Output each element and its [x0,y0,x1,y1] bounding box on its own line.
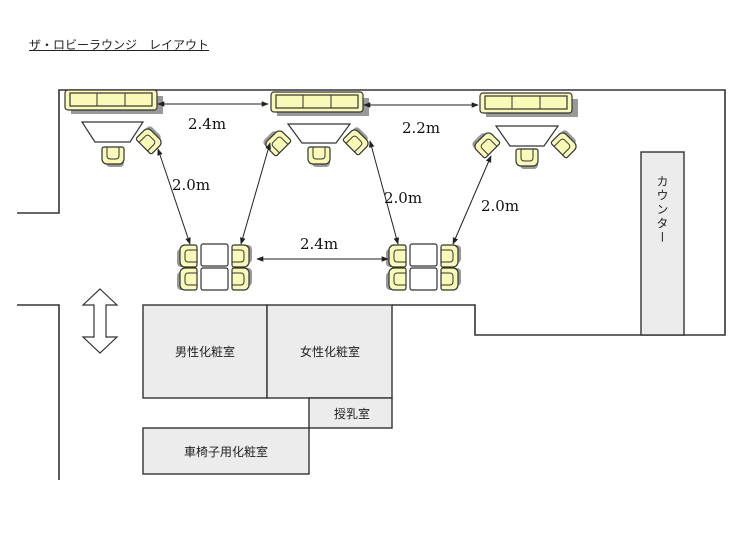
table [200,243,229,267]
table [200,267,229,291]
armchair [101,146,125,168]
sofa-group-3 [470,92,581,170]
sofa [479,92,579,118]
dimension-arrow [368,140,400,245]
chair [176,267,198,291]
mens-restroom [142,304,268,399]
dimension-arrows [157,101,492,262]
wheelchair-restroom [142,427,310,475]
table [409,267,438,291]
mens-restroom-label: 男性化粧室 [175,344,235,359]
distance-label: 2.2m [402,119,440,137]
table [409,243,438,267]
womens-restroom [266,304,393,399]
wheelchair-restroom-label: 車椅子用化粧室 [184,444,268,459]
sofa [270,91,370,117]
distance-label: 2.4m [300,235,338,253]
dimension-arrow [452,155,492,245]
chair [385,244,407,268]
counter: カウンター [640,151,685,336]
table [80,121,145,143]
restrooms: 男性化粧室 女性化粧室 授乳室 車椅子用化粧室 [142,304,393,475]
armchair [341,125,373,157]
armchair [261,126,293,158]
walls [17,89,726,480]
sofa-group-1 [64,89,166,168]
armchair [515,148,539,170]
womens-restroom-label: 女性化粧室 [300,344,360,359]
chair [231,267,253,291]
table [286,123,352,144]
distance-label: 2.4m [188,115,226,133]
dimension-arrow [157,148,191,245]
chair [440,244,462,268]
chair [176,244,198,268]
table-set-1 [176,243,253,291]
entrance-arrow-icon [81,288,119,354]
dimension-arrow [240,142,271,245]
counter-label: カウンター [655,175,669,245]
sofa [64,89,164,115]
armchair [549,128,581,160]
armchair [134,124,166,156]
nursing-room [308,397,393,429]
chair [385,267,407,291]
chair [440,267,462,291]
distance-label: 2.0m [481,197,519,215]
page-title: ザ・ロビーラウンジ レイアウト [29,38,210,52]
sofa-group-2 [261,91,373,168]
table-set-2 [385,243,462,291]
distance-label: 2.0m [172,176,210,194]
chair [231,244,253,268]
table [494,125,560,147]
distance-label: 2.0m [384,189,422,207]
armchair [307,146,331,168]
nursing-room-label: 授乳室 [334,406,370,421]
armchair [470,128,502,160]
